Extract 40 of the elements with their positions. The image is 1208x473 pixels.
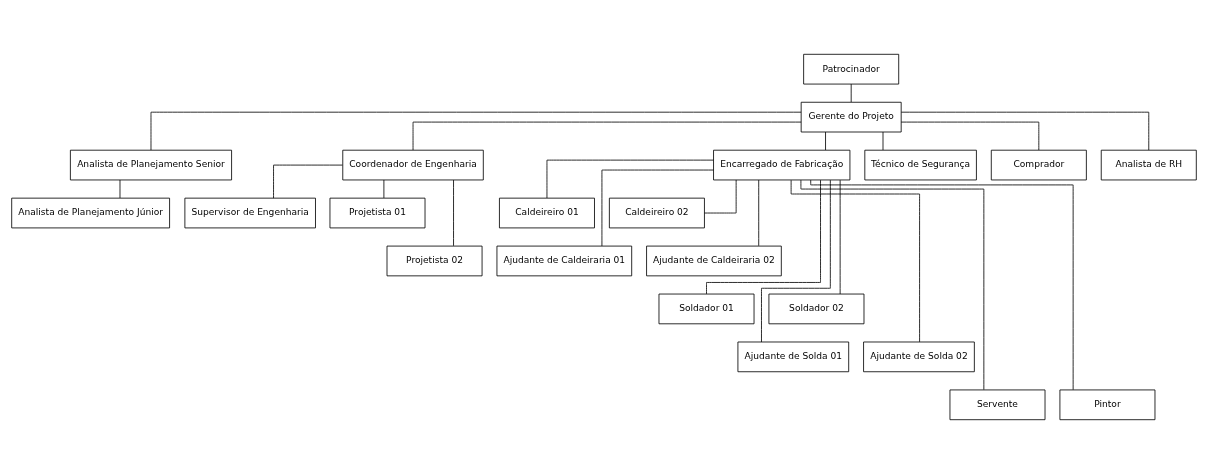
node-box: Comprador (990, 149, 1087, 180)
node-box: Encarregado de Fabricação (713, 149, 851, 180)
node-box: Ajudante de Caldeiraria 01 (496, 245, 633, 276)
node-box: Ajudante de Solda 01 (737, 341, 850, 372)
node-box: Técnico de Segurança (864, 149, 977, 180)
node-box: Projetista 02 (386, 245, 483, 276)
connector (790, 179, 920, 342)
node-box: Ajudante de Caldeiraria 02 (646, 245, 782, 276)
node-box: Analista de Planejamento Júnior (11, 197, 170, 228)
connector (810, 179, 1074, 390)
connector (900, 121, 1040, 150)
node-box: Patrocinador (803, 53, 900, 84)
connector (839, 179, 841, 294)
node-box: Analista de RH (1100, 149, 1197, 180)
connector (601, 169, 714, 246)
connector (273, 164, 343, 199)
node-box: Soldador 02 (768, 293, 865, 324)
connector (150, 111, 802, 150)
node-box: Supervisor de Engenharia (184, 197, 316, 228)
node-box: Coordenador de Engenharia (342, 149, 484, 180)
connector (453, 179, 454, 246)
node-box: Analista de Planejamento Senior (69, 149, 232, 180)
connector (900, 111, 1150, 150)
node-box: Gerente do Projeto (800, 101, 902, 132)
connector (761, 179, 831, 342)
connector (706, 179, 821, 294)
node-box: Servente (949, 389, 1046, 420)
node-box: Caldeireiro 02 (608, 197, 705, 228)
node-box: Projetista 01 (329, 197, 426, 228)
connector (825, 131, 826, 150)
node-box: Soldador 01 (658, 293, 755, 324)
connector (383, 179, 385, 198)
connector (546, 159, 714, 198)
connector (758, 179, 760, 246)
connector (800, 179, 985, 390)
connector (704, 179, 737, 213)
connector (850, 83, 852, 102)
node-box: Ajudante de Solda 02 (863, 341, 975, 372)
node-box: Caldeireiro 01 (499, 197, 595, 228)
node-box: Pintor (1059, 389, 1156, 420)
